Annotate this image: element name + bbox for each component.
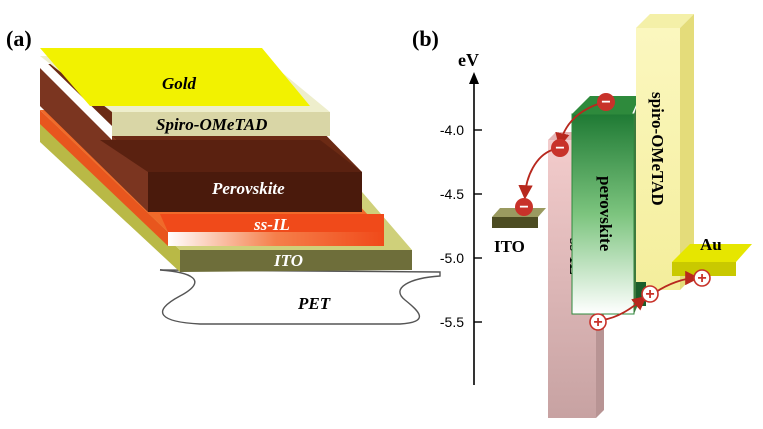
perovskite-layer-label: Perovskite	[211, 179, 285, 198]
spiro-layer-label: Spiro-OMeTAD	[156, 115, 267, 134]
electron-charges: − − −	[515, 93, 615, 216]
electron-icon: −	[551, 139, 569, 157]
au-band-label: Au	[700, 235, 722, 254]
perovskite-band-label: perovskite	[596, 176, 615, 252]
svg-text:−: −	[519, 199, 528, 216]
energy-axis: eV -4.0 -4.5 -5.0 -5.5	[440, 50, 482, 385]
hole-charges: + + +	[589, 269, 711, 331]
spiro-band-label: spiro-OMeTAD	[648, 92, 667, 206]
gold-layer-label: Gold	[162, 74, 197, 93]
hole-icon: +	[693, 269, 711, 287]
axis-tick-label: -5.0	[440, 250, 464, 266]
svg-text:−: −	[601, 94, 610, 111]
hole-icon: +	[589, 313, 607, 331]
axis-tick-label: -5.5	[440, 314, 464, 330]
perovskite-band: perovskite	[571, 96, 640, 315]
ssil-layer-label: ss-IL	[253, 215, 290, 234]
ito-band-label: ITO	[494, 237, 525, 256]
spiro-band: spiro-OMeTAD	[636, 14, 694, 306]
svg-text:+: +	[645, 286, 654, 303]
axis-unit-label: eV	[458, 50, 479, 70]
svg-text:+: +	[697, 270, 706, 287]
panel-b-label: (b)	[412, 26, 439, 51]
svg-text:+: +	[593, 314, 602, 331]
ito-layer-label: ITO	[273, 251, 303, 270]
pet-layer: PET	[159, 269, 441, 325]
panel-a-label: (a)	[6, 26, 32, 51]
gold-layer: Gold	[40, 48, 310, 106]
svg-text:−: −	[555, 140, 564, 157]
pet-label: PET	[297, 294, 331, 313]
axis-tick-label: -4.0	[440, 122, 464, 138]
axis-tick-label: -4.5	[440, 186, 464, 202]
electron-icon: −	[515, 198, 533, 216]
hole-icon: +	[641, 285, 659, 303]
electron-icon: −	[597, 93, 615, 111]
